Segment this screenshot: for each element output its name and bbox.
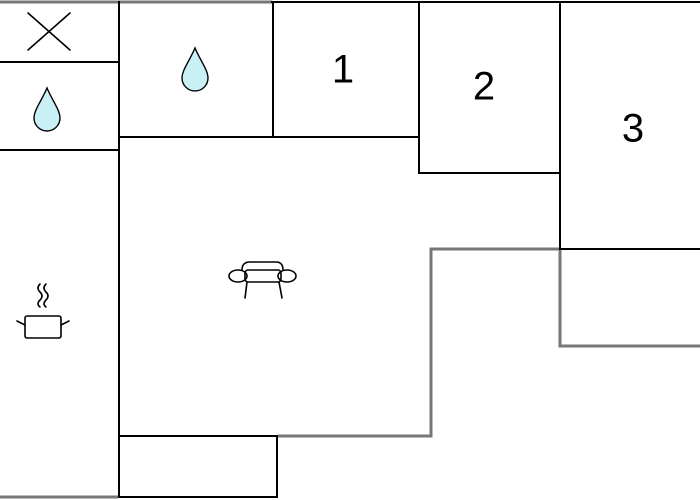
room-2-label: 2 — [473, 65, 495, 109]
room-1-label: 1 — [332, 48, 354, 92]
water-drop-icon — [182, 48, 208, 91]
cooking-pot-icon — [17, 284, 69, 338]
close-icon — [28, 13, 70, 50]
water-drop-icon — [34, 88, 60, 131]
sofa-icon — [229, 262, 296, 298]
room-3-label: 3 — [622, 107, 644, 151]
